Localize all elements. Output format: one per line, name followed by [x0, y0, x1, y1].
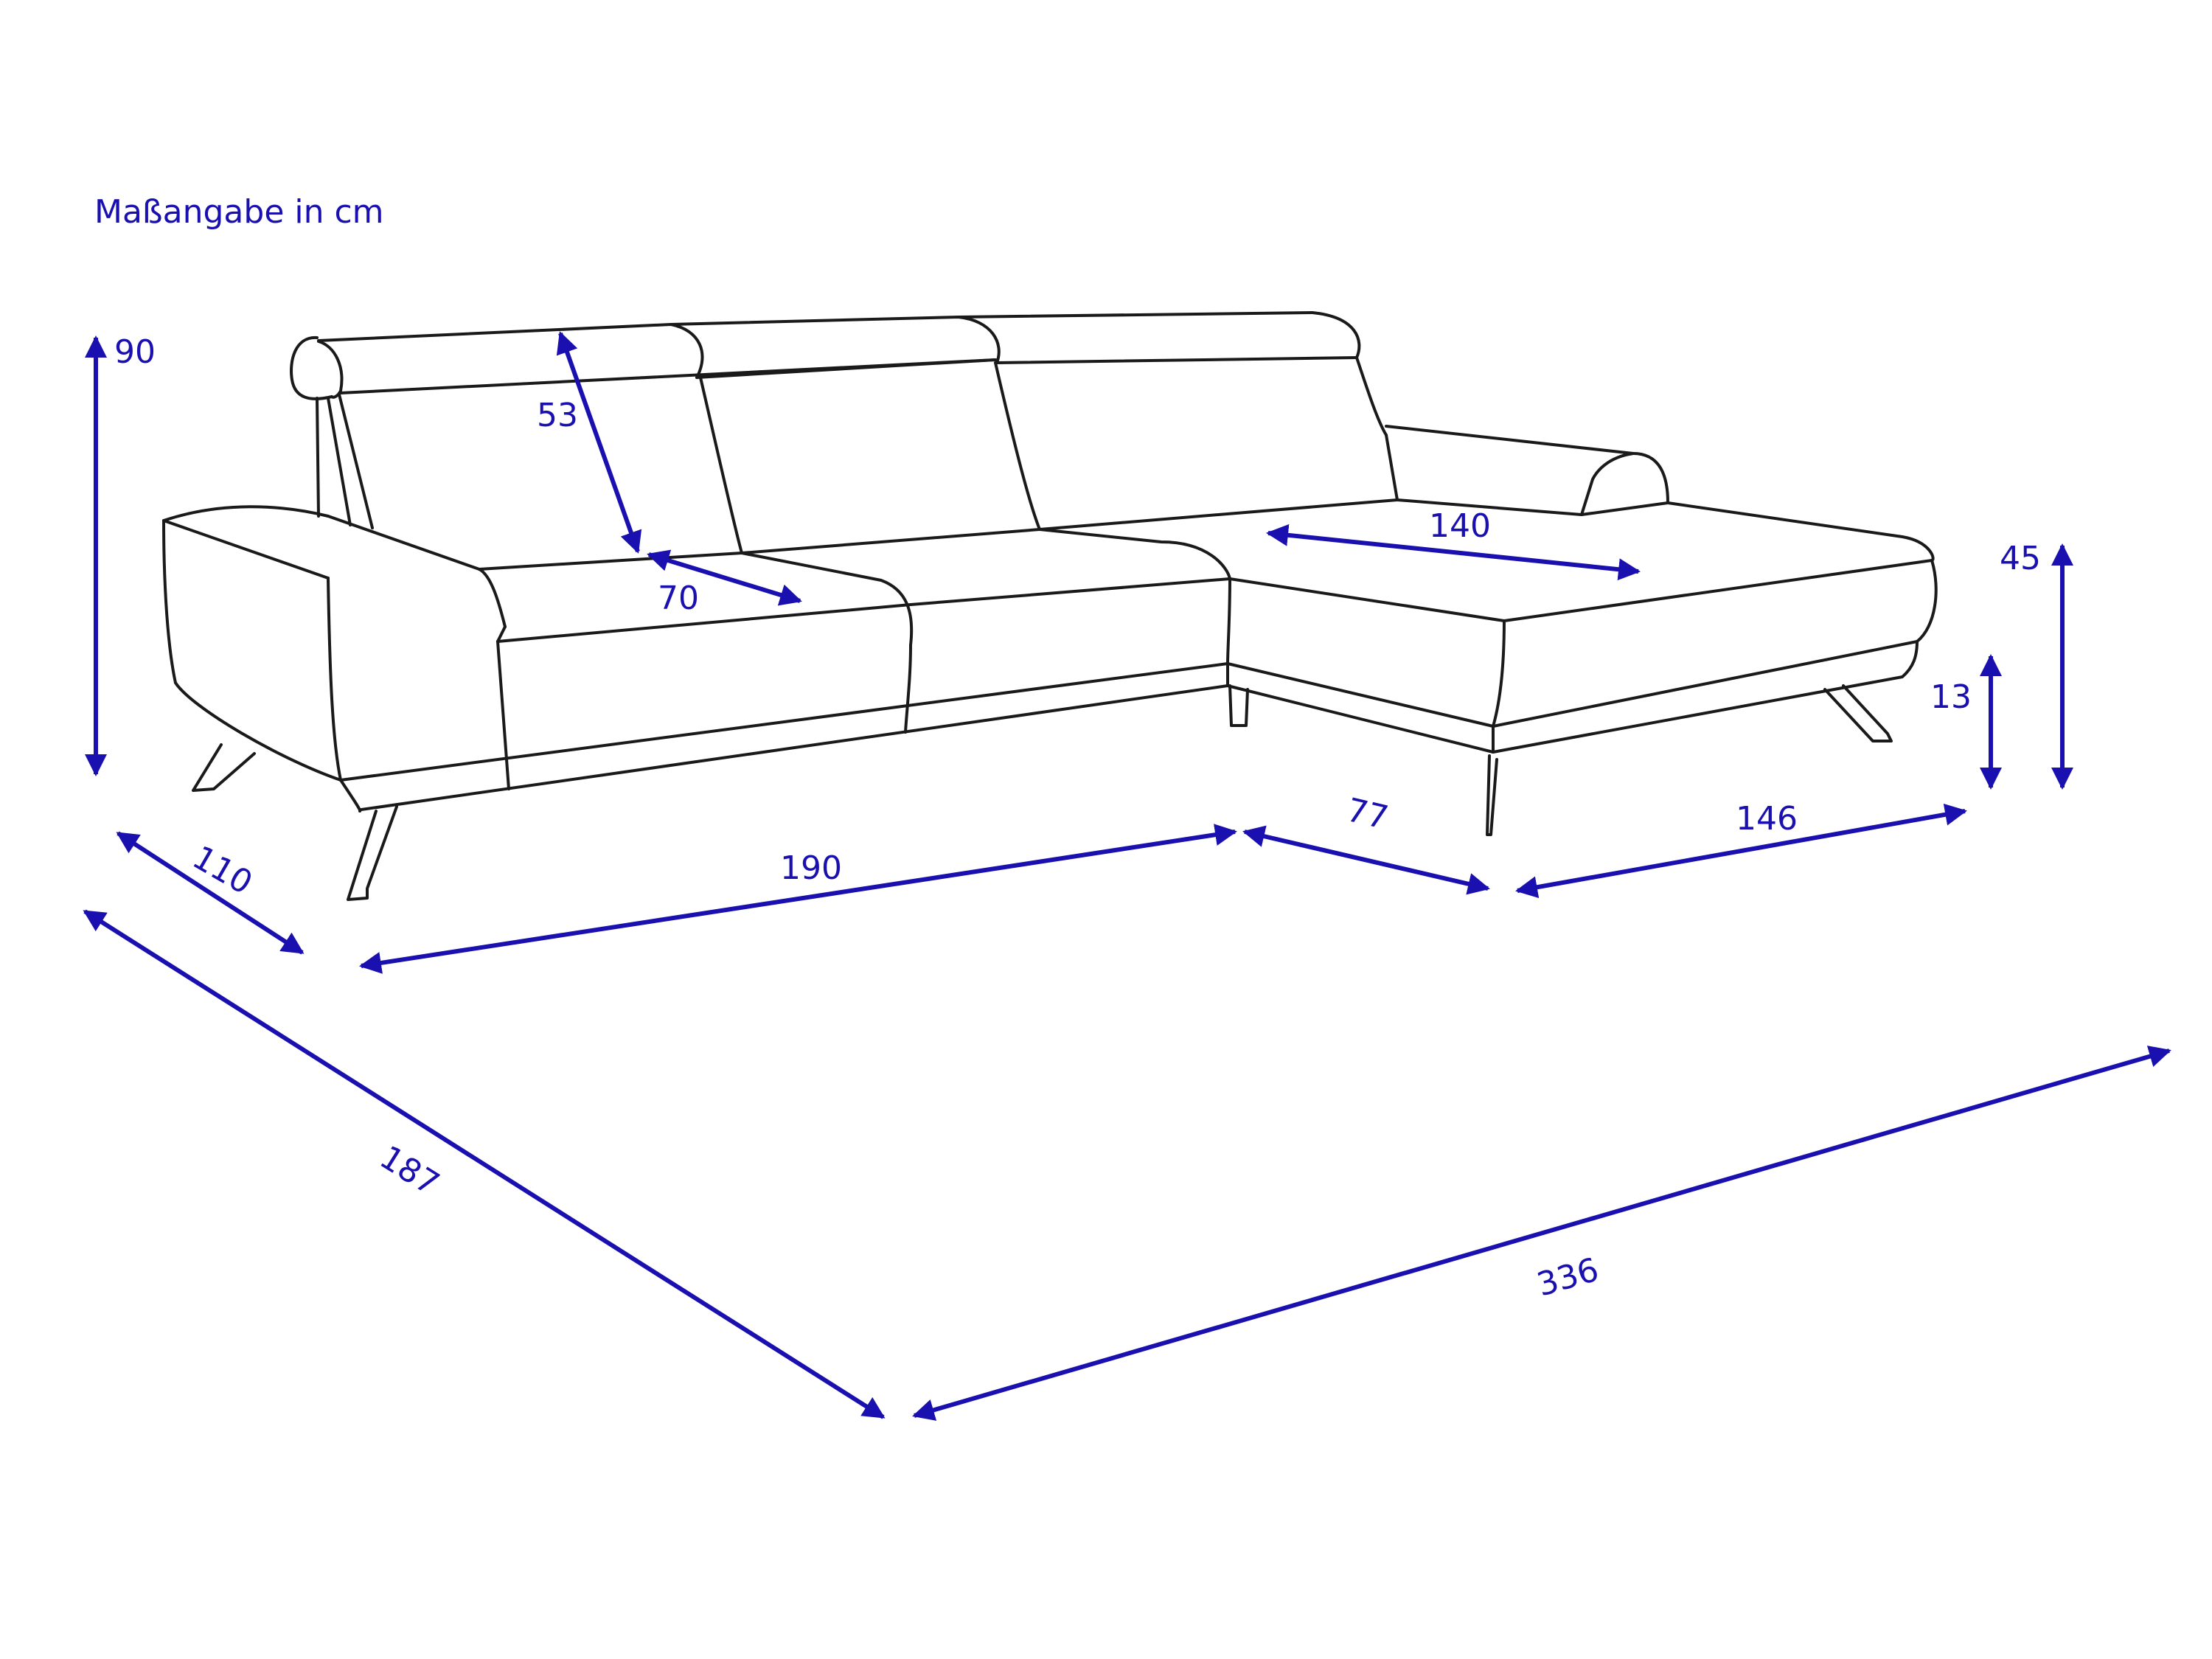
- dim-label-side-depth: 110: [187, 838, 259, 902]
- dim-label-sofa-width: 190: [780, 849, 842, 887]
- caption: Maßangabe in cm: [94, 193, 384, 231]
- sofa-outline: [162, 311, 1938, 901]
- dim-line-backrest: [556, 331, 642, 554]
- dim-label-seat-depth: 70: [658, 580, 699, 617]
- dim-label-height-total: 90: [114, 333, 156, 371]
- dim-label-recamiere-width: 146: [1736, 800, 1798, 838]
- dim-line-total-width: [912, 1046, 2171, 1421]
- dim-line-total-depth: [83, 909, 886, 1419]
- dim-label-height-seat: 45: [2000, 540, 2041, 577]
- dim-label-total-depth: 187: [373, 1138, 445, 1203]
- dim-label-height-feet: 13: [1930, 678, 1972, 716]
- dim-line-recamiere-width: [1515, 803, 1967, 899]
- dim-label-recamiere-length: 140: [1429, 507, 1491, 545]
- dim-line-corner: [1242, 825, 1490, 895]
- dimension-lines: [83, 331, 2171, 1421]
- dim-line-recamiere-length: [1266, 524, 1641, 581]
- dim-label-backrest: 53: [537, 397, 578, 434]
- dim-label-total-width: 336: [1533, 1251, 1603, 1304]
- dim-label-corner: 77: [1343, 791, 1392, 837]
- dim-line-seat-depth: [647, 549, 802, 606]
- dimension-labels: 90 53 70 140 45 13 110 190 77 146 187 33…: [114, 333, 2041, 1304]
